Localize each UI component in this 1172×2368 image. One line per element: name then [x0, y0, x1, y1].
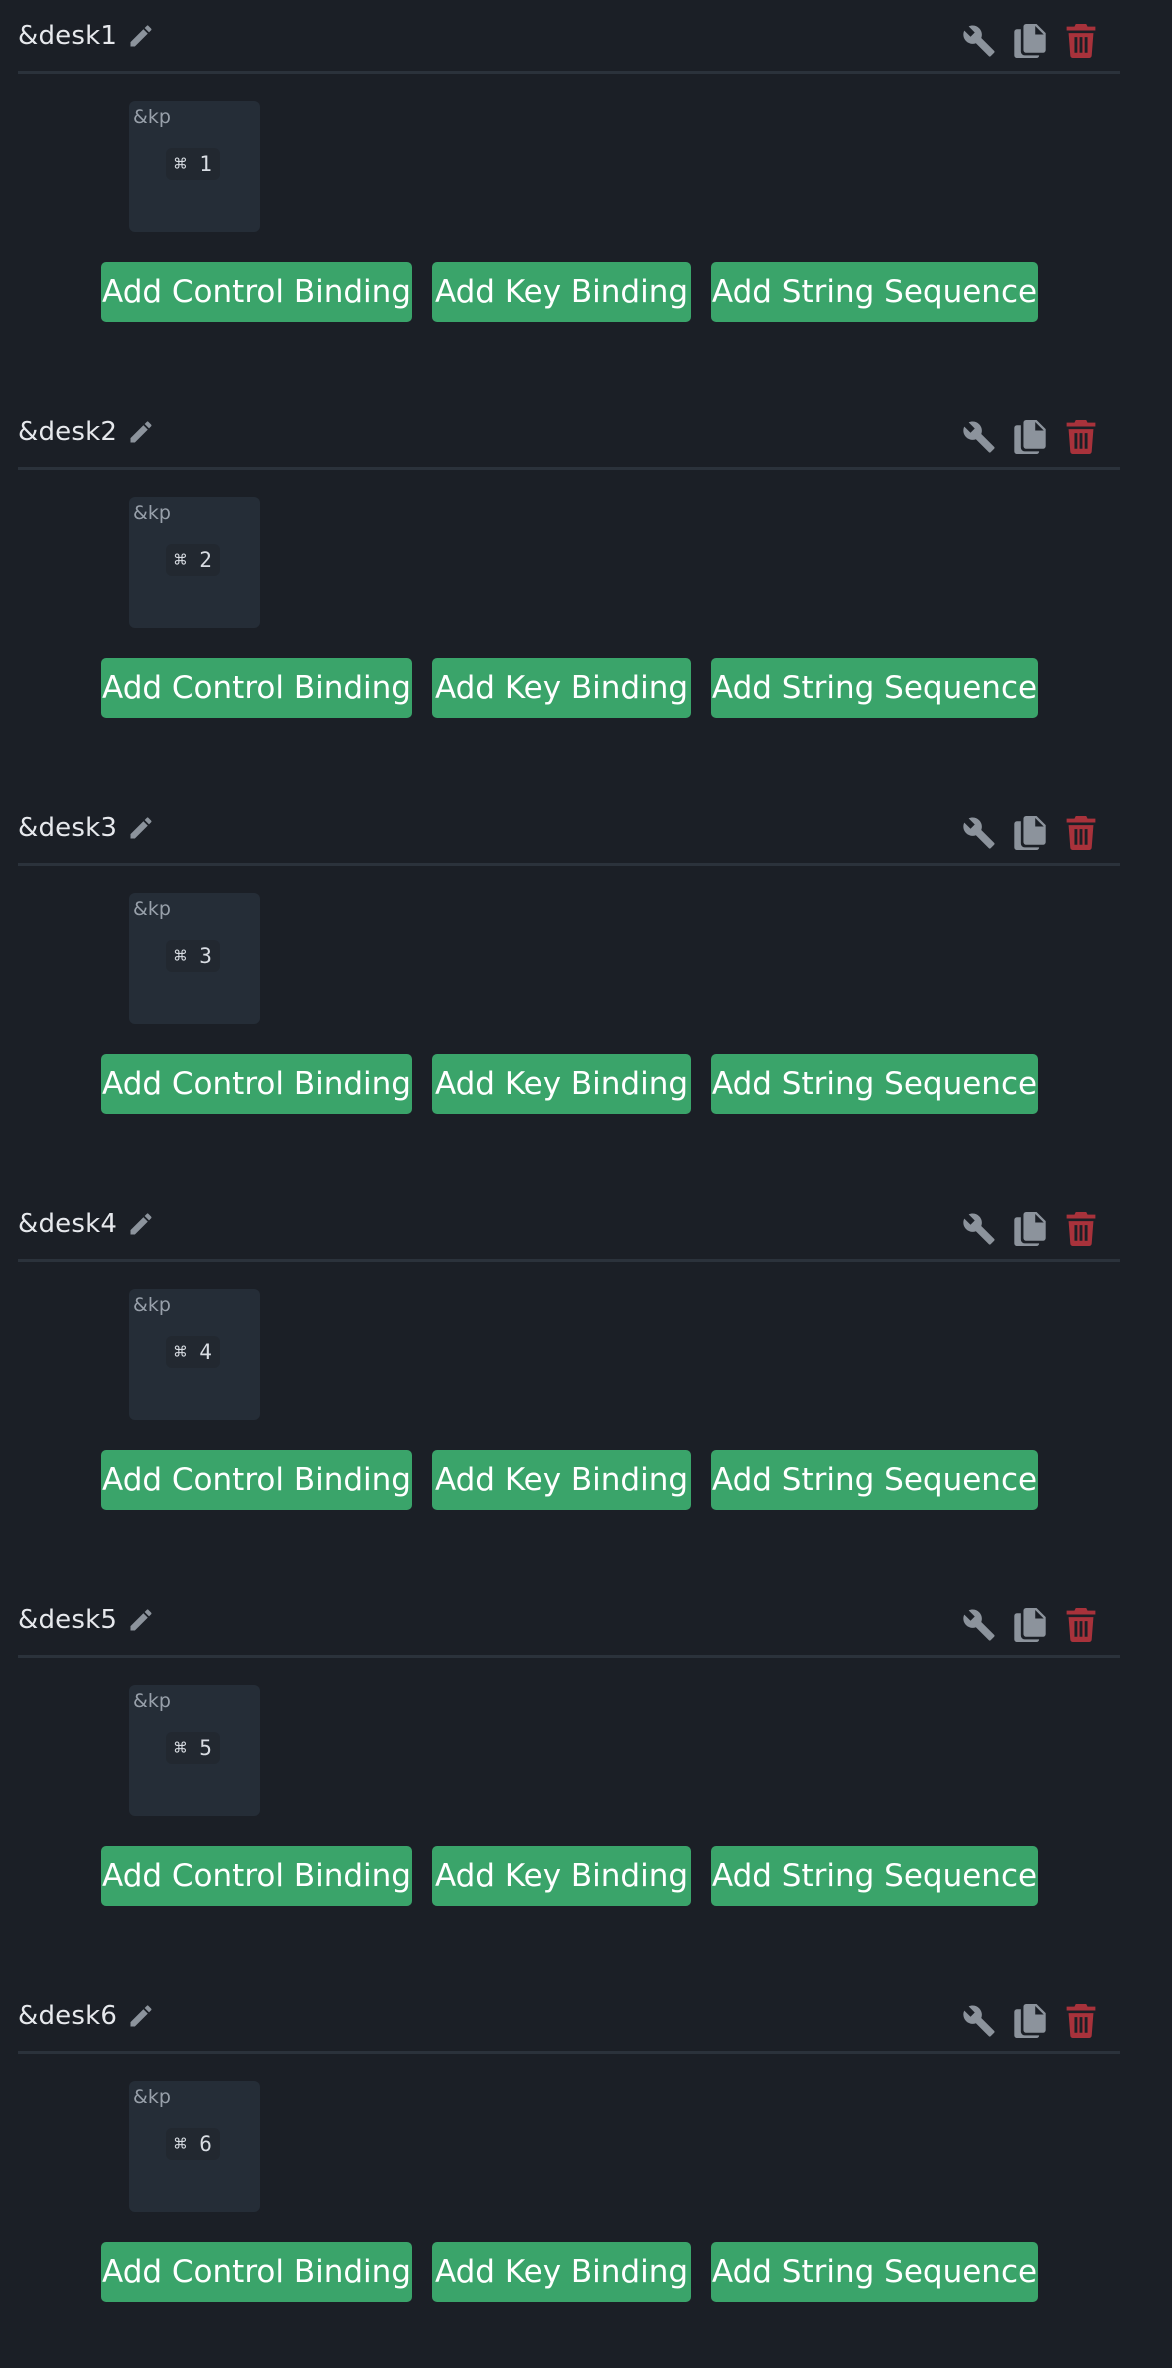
pencil-icon[interactable] — [127, 1606, 155, 1634]
binding-type: &kp — [133, 502, 171, 524]
copy-icon[interactable] — [1012, 2002, 1047, 2040]
wrench-icon[interactable] — [961, 22, 996, 60]
add-key-binding-button[interactable]: Add Key Binding — [432, 1846, 691, 1906]
pencil-icon[interactable] — [127, 418, 155, 446]
binding-key: ⌘ 6 — [166, 2128, 220, 2160]
macro-header: &desk6 — [18, 1980, 1120, 2054]
macro-header: &desk2 — [18, 396, 1120, 470]
binding-key: ⌘ 1 — [166, 148, 220, 180]
pencil-icon[interactable] — [127, 22, 155, 50]
add-control-binding-button[interactable]: Add Control Binding — [101, 1450, 412, 1510]
wrench-icon[interactable] — [961, 1210, 996, 1248]
add-key-binding-button[interactable]: Add Key Binding — [432, 262, 691, 322]
copy-icon[interactable] — [1012, 22, 1047, 60]
trash-icon[interactable] — [1063, 2002, 1098, 2040]
macro-item: &desk5 &kp ⌘ 5 Add Contro — [0, 1584, 1172, 1980]
wrench-icon[interactable] — [961, 2002, 996, 2040]
macro-item: &desk1 &kp ⌘ 1 Add Contro — [0, 0, 1172, 396]
trash-icon[interactable] — [1063, 814, 1098, 852]
macro-name: &desk4 — [18, 1208, 118, 1239]
add-control-binding-button[interactable]: Add Control Binding — [101, 1054, 412, 1114]
pencil-icon[interactable] — [127, 2002, 155, 2030]
copy-icon[interactable] — [1012, 418, 1047, 456]
add-string-sequence-button[interactable]: Add String Sequence — [711, 1846, 1038, 1906]
add-control-binding-button[interactable]: Add Control Binding — [101, 658, 412, 718]
macro-name: &desk2 — [18, 416, 118, 447]
add-key-binding-button[interactable]: Add Key Binding — [432, 2242, 691, 2302]
pencil-icon[interactable] — [127, 814, 155, 842]
add-control-binding-button[interactable]: Add Control Binding — [101, 262, 412, 322]
add-buttons: Add Control Binding Add Key Binding Add … — [101, 658, 1038, 718]
add-buttons: Add Control Binding Add Key Binding Add … — [101, 1054, 1038, 1114]
macro-item: &desk2 &kp ⌘ 2 Add Contro — [0, 396, 1172, 792]
binding-type: &kp — [133, 1690, 171, 1712]
binding-type: &kp — [133, 898, 171, 920]
add-string-sequence-button[interactable]: Add String Sequence — [711, 1450, 1038, 1510]
add-key-binding-button[interactable]: Add Key Binding — [432, 658, 691, 718]
add-buttons: Add Control Binding Add Key Binding Add … — [101, 2242, 1038, 2302]
macro-name: &desk1 — [18, 20, 118, 51]
binding-key: ⌘ 3 — [166, 940, 220, 972]
binding-key: ⌘ 2 — [166, 544, 220, 576]
trash-icon[interactable] — [1063, 1606, 1098, 1644]
add-buttons: Add Control Binding Add Key Binding Add … — [101, 1846, 1038, 1906]
binding-card[interactable]: &kp ⌘ 1 — [129, 101, 260, 232]
binding-card[interactable]: &kp ⌘ 4 — [129, 1289, 260, 1420]
macro-header: &desk1 — [18, 0, 1120, 74]
trash-icon[interactable] — [1063, 22, 1098, 60]
macro-header: &desk5 — [18, 1584, 1120, 1658]
add-string-sequence-button[interactable]: Add String Sequence — [711, 262, 1038, 322]
add-control-binding-button[interactable]: Add Control Binding — [101, 1846, 412, 1906]
wrench-icon[interactable] — [961, 418, 996, 456]
add-string-sequence-button[interactable]: Add String Sequence — [711, 1054, 1038, 1114]
binding-type: &kp — [133, 1294, 171, 1316]
copy-icon[interactable] — [1012, 1606, 1047, 1644]
binding-key: ⌘ 4 — [166, 1336, 220, 1368]
copy-icon[interactable] — [1012, 814, 1047, 852]
binding-type: &kp — [133, 2086, 171, 2108]
macro-name: &desk3 — [18, 812, 118, 843]
wrench-icon[interactable] — [961, 814, 996, 852]
binding-card[interactable]: &kp ⌘ 2 — [129, 497, 260, 628]
pencil-icon[interactable] — [127, 1210, 155, 1238]
add-string-sequence-button[interactable]: Add String Sequence — [711, 2242, 1038, 2302]
binding-type: &kp — [133, 106, 171, 128]
binding-key: ⌘ 5 — [166, 1732, 220, 1764]
binding-card[interactable]: &kp ⌘ 6 — [129, 2081, 260, 2212]
macro-item: &desk6 &kp ⌘ 6 Add Contro — [0, 1980, 1172, 2368]
macro-name: &desk6 — [18, 2000, 118, 2031]
add-key-binding-button[interactable]: Add Key Binding — [432, 1054, 691, 1114]
macro-item: &desk4 &kp ⌘ 4 Add Contro — [0, 1188, 1172, 1584]
binding-card[interactable]: &kp ⌘ 3 — [129, 893, 260, 1024]
add-key-binding-button[interactable]: Add Key Binding — [432, 1450, 691, 1510]
binding-card[interactable]: &kp ⌘ 5 — [129, 1685, 260, 1816]
macro-name: &desk5 — [18, 1604, 118, 1635]
add-string-sequence-button[interactable]: Add String Sequence — [711, 658, 1038, 718]
add-control-binding-button[interactable]: Add Control Binding — [101, 2242, 412, 2302]
wrench-icon[interactable] — [961, 1606, 996, 1644]
trash-icon[interactable] — [1063, 418, 1098, 456]
macro-header: &desk3 — [18, 792, 1120, 866]
macro-header: &desk4 — [18, 1188, 1120, 1262]
add-buttons: Add Control Binding Add Key Binding Add … — [101, 262, 1038, 322]
copy-icon[interactable] — [1012, 1210, 1047, 1248]
add-buttons: Add Control Binding Add Key Binding Add … — [101, 1450, 1038, 1510]
trash-icon[interactable] — [1063, 1210, 1098, 1248]
macro-item: &desk3 &kp ⌘ 3 Add Contro — [0, 792, 1172, 1188]
